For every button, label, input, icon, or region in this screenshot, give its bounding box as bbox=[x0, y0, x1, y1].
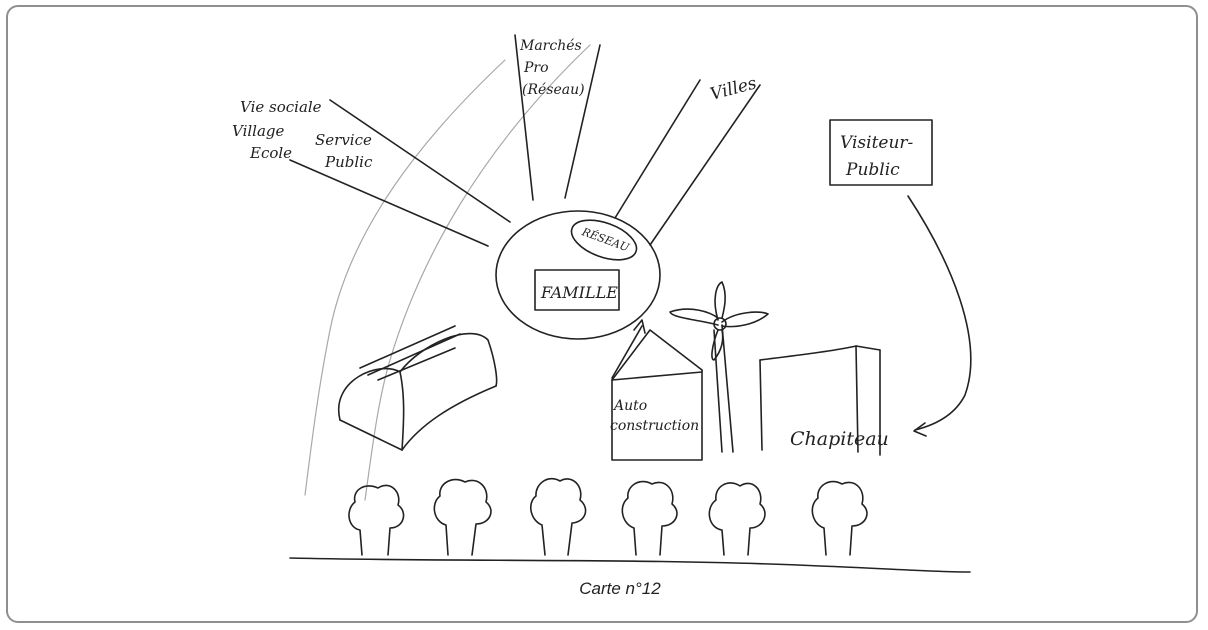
ray-vie-sociale bbox=[290, 100, 510, 246]
label-reseau-paren: (Réseau) bbox=[522, 82, 585, 98]
label-famille: FAMILLE bbox=[540, 283, 618, 302]
label-visiteur-public: Public bbox=[845, 160, 900, 180]
label-village: Village bbox=[232, 122, 285, 140]
tree bbox=[434, 480, 491, 555]
house-drawing bbox=[612, 330, 702, 460]
label-visiteur: Visiteur- bbox=[840, 133, 914, 153]
label-ecole: Ecole bbox=[249, 144, 292, 162]
label-marches: Marchés bbox=[519, 38, 582, 54]
label-auto: Auto bbox=[612, 398, 647, 414]
tree bbox=[812, 482, 867, 555]
label-chapiteau: Chapiteau bbox=[790, 428, 889, 450]
famille-circle bbox=[496, 211, 660, 339]
label-public: Public bbox=[324, 153, 373, 171]
label-service: Service bbox=[315, 131, 372, 149]
tree bbox=[349, 485, 404, 555]
arrow-visiteur-chapiteau bbox=[908, 196, 971, 436]
ground-line bbox=[290, 558, 970, 572]
label-construction: construction bbox=[610, 418, 699, 434]
road-curves bbox=[305, 45, 590, 500]
label-vie-sociale: Vie sociale bbox=[240, 98, 322, 116]
label-pro: Pro bbox=[523, 60, 549, 76]
arrow-house-famille bbox=[612, 320, 645, 378]
tree bbox=[531, 479, 586, 555]
greenhouse-drawing bbox=[339, 326, 497, 450]
tree bbox=[622, 482, 677, 555]
tree-row bbox=[349, 479, 867, 555]
tree bbox=[709, 483, 765, 555]
label-villes: Villes bbox=[708, 73, 759, 105]
ray-villes bbox=[615, 80, 760, 245]
figure-caption: Carte n°12 bbox=[560, 579, 680, 599]
